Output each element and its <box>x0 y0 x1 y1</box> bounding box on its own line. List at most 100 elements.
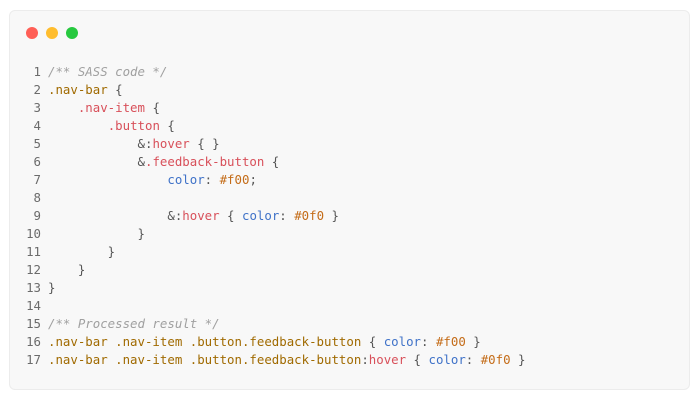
line-number: 6 <box>33 154 41 169</box>
code-line: 10 } <box>10 225 689 243</box>
code-text: } <box>48 261 85 279</box>
code-line: 3 .nav-item { <box>10 99 689 117</box>
code-line: 13} <box>10 279 689 297</box>
code-token: } <box>465 334 481 349</box>
code-token: { <box>159 118 175 133</box>
code-token: : <box>204 172 220 187</box>
code-token <box>48 172 167 187</box>
minimize-dot-icon[interactable] <box>46 27 58 39</box>
code-token: /** SASS code */ <box>48 64 168 79</box>
code-line: 5 &:hover { } <box>10 135 689 153</box>
code-line: 9 &:hover { color: #0f0 } <box>10 207 689 225</box>
line-number: 15 <box>26 316 41 331</box>
code-line: 16 .nav-bar .nav-item .button.feedback-bu… <box>10 333 689 351</box>
code-token: { <box>264 154 280 169</box>
code-token: { <box>219 208 242 223</box>
code-token: ; <box>249 172 257 187</box>
code-text: /** SASS code */ <box>48 63 167 81</box>
maximize-dot-icon[interactable] <box>66 27 78 39</box>
code-line: 4 .button { <box>10 117 689 135</box>
code-line: 1 /** SASS code */ <box>10 63 689 81</box>
line-number: 17 <box>26 352 41 367</box>
code-token: .nav-bar .nav-item .button.feedback-butt… <box>48 352 362 367</box>
code-token <box>48 100 78 115</box>
line-number: 2 <box>33 82 41 97</box>
line-number: 4 <box>33 118 41 133</box>
code-line: 17 .nav-bar .nav-item .button.feedback-bu… <box>10 351 689 369</box>
code-token: : <box>421 334 436 349</box>
code-line: 14 <box>10 297 689 315</box>
line-number: 1 <box>33 64 41 79</box>
code-token: hover <box>152 136 190 151</box>
code-text: } <box>48 279 55 297</box>
code-token: hover <box>182 208 220 223</box>
code-token: { <box>107 82 123 97</box>
code-line: 12 } <box>10 261 689 279</box>
code-text: } <box>48 243 115 261</box>
code-text: .button { <box>48 117 175 135</box>
code-token <box>48 118 108 133</box>
line-number: 11 <box>26 244 41 259</box>
code-text: .nav-bar .nav-item .button.feedback-butt… <box>48 333 481 351</box>
code-line: 11 } <box>10 243 689 261</box>
code-token: { } <box>189 136 220 151</box>
line-number: 10 <box>26 226 41 241</box>
code-token: #0f0 <box>480 352 511 367</box>
code-token: .nav-bar .nav-item .button.feedback-butt… <box>48 334 362 349</box>
code-token: : <box>361 352 369 367</box>
code-text: &:hover { color: #0f0 } <box>48 207 339 225</box>
code-text: .nav-bar { <box>48 81 123 99</box>
code-token: color <box>383 334 422 349</box>
code-line: 15 /** Processed result */ <box>10 315 689 333</box>
code-token: } <box>324 208 339 223</box>
code-token: .nav-bar <box>48 82 108 97</box>
code-text: .nav-item { <box>48 99 160 117</box>
code-token: : <box>465 352 481 367</box>
line-number: 13 <box>26 280 41 295</box>
code-token: #f00 <box>435 334 466 349</box>
code-token: #f00 <box>219 172 250 187</box>
code-text: color: #f00; <box>48 171 257 189</box>
code-token: { <box>144 100 160 115</box>
code-window: 1/** SASS code */2.nav-bar {3 .nav-item … <box>9 10 690 390</box>
code-token: .nav-item <box>77 100 145 115</box>
code-block: 1/** SASS code */2.nav-bar {3 .nav-item … <box>10 63 689 369</box>
code-token: & <box>48 154 145 169</box>
code-text: &.feedback-button { <box>48 153 280 171</box>
code-token: color <box>428 352 466 367</box>
code-token: &: <box>48 208 183 223</box>
code-text: &:hover { } <box>48 135 220 153</box>
line-number: 16 <box>26 334 41 349</box>
code-text: } <box>48 225 145 243</box>
code-token: { <box>361 334 384 349</box>
line-number: 7 <box>33 172 41 187</box>
code-token: color <box>241 208 280 223</box>
code-token: &: <box>48 136 153 151</box>
code-token: hover <box>368 352 407 367</box>
code-token: } <box>48 280 56 295</box>
code-line: 7 color: #f00; <box>10 171 689 189</box>
code-token: } <box>510 352 526 367</box>
code-token: } <box>48 226 145 241</box>
code-token: } <box>48 262 86 277</box>
code-token: .button <box>107 118 160 133</box>
code-line: 2 .nav-bar { <box>10 81 689 99</box>
line-number: 12 <box>26 262 41 277</box>
code-token: { <box>406 352 429 367</box>
line-number: 5 <box>33 136 41 151</box>
line-number: 8 <box>33 190 41 205</box>
window-controls <box>26 27 78 39</box>
code-token: color <box>167 172 205 187</box>
code-token: .feedback-button <box>144 154 265 169</box>
code-text: .nav-bar .nav-item .button.feedback-butt… <box>48 351 525 369</box>
code-line: 6 &.feedback-button { <box>10 153 689 171</box>
code-token: } <box>48 244 116 259</box>
code-token: : <box>279 208 295 223</box>
code-line: 8 <box>10 189 689 207</box>
line-number: 14 <box>26 298 41 313</box>
code-text: /** Processed result */ <box>48 315 220 333</box>
line-number: 3 <box>33 100 41 115</box>
close-dot-icon[interactable] <box>26 27 38 39</box>
line-number: 9 <box>33 208 41 223</box>
code-token: /** Processed result */ <box>48 316 220 331</box>
